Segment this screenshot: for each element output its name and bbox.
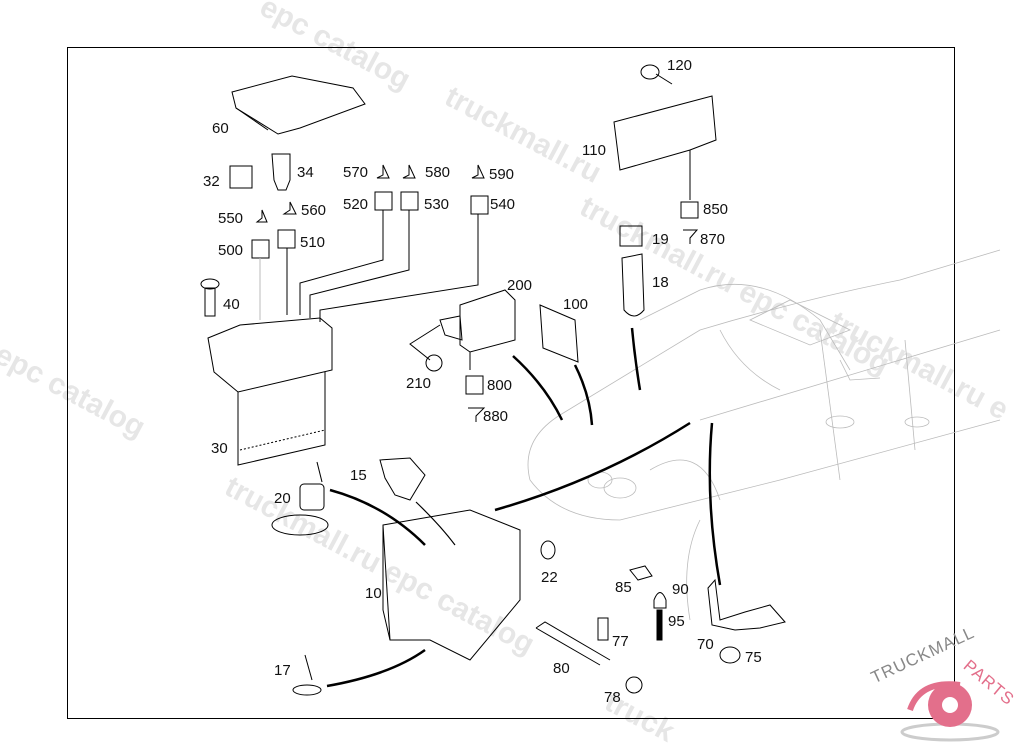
callout-800[interactable]: 800 — [487, 377, 513, 394]
callout-95[interactable]: 95 — [668, 613, 685, 630]
callout-200[interactable]: 200 — [507, 277, 533, 294]
callout-40[interactable]: 40 — [223, 296, 240, 313]
part-77-bolt — [597, 617, 609, 641]
part-80-lever — [535, 621, 611, 666]
callout-34[interactable]: 34 — [297, 164, 314, 181]
callout-100[interactable]: 100 — [563, 296, 589, 313]
part-32-relay — [229, 165, 253, 189]
logo-graphic — [900, 681, 1000, 742]
callout-550[interactable]: 550 — [218, 210, 244, 227]
callout-510[interactable]: 510 — [300, 234, 326, 251]
callout-20[interactable]: 20 — [274, 490, 291, 507]
part-90-bulb — [653, 592, 667, 609]
callout-210[interactable]: 210 — [406, 375, 432, 392]
callout-880[interactable]: 880 — [483, 408, 509, 425]
callout-17[interactable]: 17 — [274, 662, 291, 679]
callout-80[interactable]: 80 — [553, 660, 570, 677]
callout-10[interactable]: 10 — [365, 585, 382, 602]
callout-580[interactable]: 580 — [425, 164, 451, 181]
callout-78[interactable]: 78 — [604, 689, 621, 706]
part-120-screw — [640, 64, 673, 85]
callout-530[interactable]: 530 — [424, 196, 450, 213]
part-17-clip — [292, 654, 322, 696]
part-40-screw — [200, 278, 220, 317]
part-30-fusebox — [207, 317, 333, 466]
part-78-bolt — [625, 676, 643, 694]
callout-540[interactable]: 540 — [490, 196, 516, 213]
callout-60[interactable]: 60 — [212, 120, 229, 137]
callout-30[interactable]: 30 — [211, 440, 228, 457]
part-20-pump — [271, 461, 329, 536]
part-22-nut — [540, 540, 556, 560]
callout-500[interactable]: 500 — [218, 242, 244, 259]
callout-77[interactable]: 77 — [612, 633, 629, 650]
callout-570[interactable]: 570 — [343, 164, 369, 181]
callout-18[interactable]: 18 — [652, 274, 669, 291]
arrows — [326, 327, 722, 688]
diagram-frame — [67, 47, 955, 719]
callout-870[interactable]: 870 — [700, 231, 726, 248]
part-75-bushing — [719, 646, 741, 664]
callout-120[interactable]: 120 — [667, 57, 693, 74]
callout-85[interactable]: 85 — [615, 579, 632, 596]
part-200-relay — [409, 289, 516, 422]
truckmall-parts-logo: TRUCKMALL PARTS — [860, 623, 1024, 750]
part-18-clip — [621, 253, 645, 317]
part-110-bracket — [613, 95, 717, 244]
part-60-cover — [231, 75, 366, 135]
callout-19[interactable]: 19 — [652, 231, 669, 248]
callout-520[interactable]: 520 — [343, 196, 369, 213]
leader-lines — [259, 210, 479, 322]
part-15-bracket — [379, 457, 426, 501]
callout-75[interactable]: 75 — [745, 649, 762, 666]
connector-symbols — [251, 164, 489, 259]
callout-70[interactable]: 70 — [697, 636, 714, 653]
callout-590[interactable]: 590 — [489, 166, 515, 183]
car-outline — [527, 249, 1001, 621]
part-19-clip — [619, 225, 643, 247]
callout-22[interactable]: 22 — [541, 569, 558, 586]
part-70-hinge — [707, 578, 786, 631]
callout-90[interactable]: 90 — [672, 581, 689, 598]
part-100-module — [539, 304, 579, 363]
part-10-container — [382, 509, 521, 661]
callout-560[interactable]: 560 — [301, 202, 327, 219]
part-95-socket — [656, 609, 663, 641]
part-85 — [629, 565, 653, 581]
callout-110[interactable]: 110 — [582, 142, 606, 159]
callout-32[interactable]: 32 — [203, 173, 220, 190]
callout-850[interactable]: 850 — [703, 201, 729, 218]
callout-15[interactable]: 15 — [350, 467, 367, 484]
part-34-fuse — [271, 153, 291, 191]
